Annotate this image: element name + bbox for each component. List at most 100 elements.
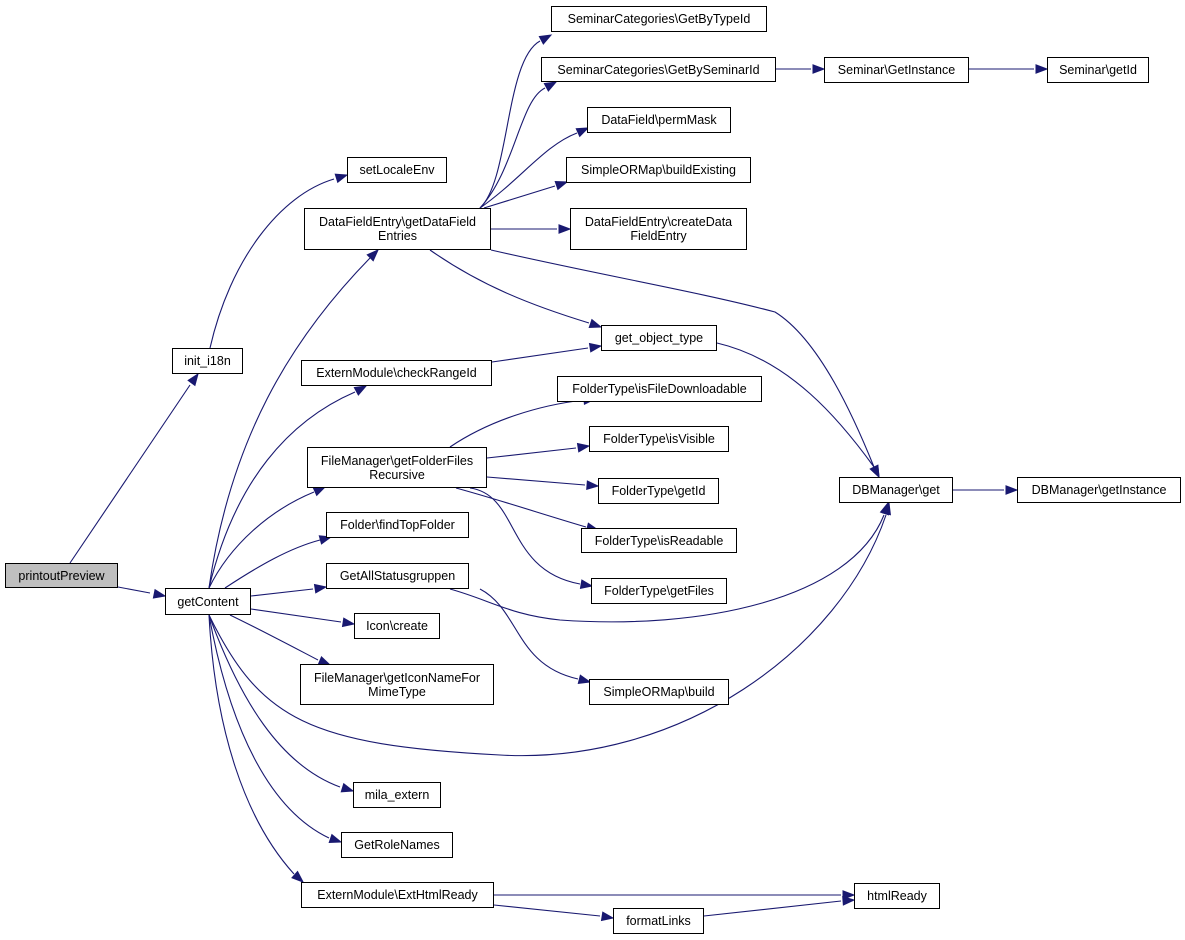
edge-get-object-type-dbmanager-get-line — [716, 342, 875, 468]
node-foldertype-isreadable[interactable]: FolderType\isReadable — [581, 528, 737, 553]
edge-getcontent-datafieldentries-line — [208, 257, 371, 589]
edge-exthtmlready-formatlinks-arrowhead — [600, 911, 615, 922]
edge-getcontent-mila-extern-line — [208, 614, 341, 788]
edge-getcontent-dbmanager-get-line — [208, 514, 887, 757]
edge-getcontent-mila-extern-arrowhead — [340, 782, 355, 793]
edge-getcontent-exthtmlready-line — [208, 614, 295, 875]
node-datafieldentry-createdatafieldentry[interactable]: DataFieldEntry\createData FieldEntry — [570, 208, 747, 250]
edge-getcontent-findtopfolder-line — [224, 539, 321, 589]
node-folder-findtopfolder[interactable]: Folder\findTopFolder — [326, 512, 469, 538]
edge-getcontent-checkrangeid — [208, 385, 368, 589]
edge-printoutpreview-init-i18n-line — [69, 384, 191, 564]
edge-getcontent-geticonname-line — [229, 614, 319, 661]
edge-getcontent-icon-create — [250, 608, 356, 628]
edge-datafieldentries-buildexisting-line — [483, 185, 556, 209]
node-getallstatusgruppen[interactable]: GetAllStatusgruppen — [326, 563, 469, 589]
edge-datafieldentries-getbyseminarid — [479, 81, 558, 209]
edge-getbyseminarid-getinstance — [776, 64, 826, 74]
edge-exthtmlready-formatlinks-line — [493, 904, 601, 917]
edge-dbmanager-get-getinstance-arrowhead — [1005, 485, 1019, 495]
edge-getcontent-checkrangeid-line — [208, 391, 356, 589]
edge-getcontent-getrolenames — [208, 614, 343, 844]
edge-getcontent-mila-extern — [208, 614, 355, 793]
edge-checkrangeid-get-object-type-arrowhead — [588, 342, 603, 353]
edge-datafieldentries-getbyseminarid-arrowhead — [543, 81, 558, 92]
node-get-object-type[interactable]: get_object_type — [601, 325, 717, 351]
edge-datafieldentries-get-object-type — [429, 249, 603, 329]
node-getrolenames[interactable]: GetRoleNames — [341, 832, 453, 858]
edge-checkrangeid-get-object-type — [491, 342, 603, 363]
node-seminarcategories-getbytypeid[interactable]: SeminarCategories\GetByTypeId — [551, 6, 767, 32]
edge-getfolderfiles-isreadable-line — [455, 487, 587, 528]
edge-printoutpreview-getcontent-arrowhead — [152, 588, 167, 599]
edge-getfolderfiles-isvisible-line — [486, 447, 577, 459]
node-seminar-getinstance[interactable]: Seminar\GetInstance — [824, 57, 969, 83]
edge-datafieldentries-dbmanager-get-line — [490, 249, 875, 468]
node-filemanager-geticonnameformimetype[interactable]: FileManager\getIconNameFor MimeType — [300, 664, 494, 705]
edge-datafieldentries-get-object-type-line — [429, 249, 590, 324]
edge-getcontent-getallstatusgruppen — [250, 583, 328, 597]
edge-getfolderfiles-getid-line — [486, 476, 586, 486]
node-icon-create[interactable]: Icon\create — [354, 613, 440, 639]
edge-getfolderfiles-getfiles-arrowhead — [579, 579, 594, 589]
edge-getcontent-icon-create-line — [250, 608, 342, 623]
edge-checkrangeid-get-object-type-line — [491, 347, 589, 363]
edge-printoutpreview-init-i18n-arrowhead — [187, 372, 199, 387]
node-externmodule-checkrangeid[interactable]: ExternModule\checkRangeId — [301, 360, 492, 386]
edge-datafieldentries-permmask-line — [479, 132, 578, 209]
edge-datafieldentries-buildexisting — [483, 180, 569, 209]
edge-printoutpreview-init-i18n — [69, 372, 199, 564]
edge-datafieldentries-permmask-arrowhead — [575, 127, 590, 138]
edge-getfolderfiles-getid-arrowhead — [586, 480, 600, 491]
edge-datafieldentries-getbyseminarid-line — [479, 87, 546, 209]
edge-getallstatusgruppen-sorm-build — [479, 588, 592, 684]
node-htmlready[interactable]: htmlReady — [854, 883, 940, 909]
edge-formatlinks-htmlready-arrowhead — [842, 895, 856, 906]
node-init-i18n[interactable]: init_i18n — [172, 348, 243, 374]
edge-get-object-type-dbmanager-get-arrowhead — [869, 464, 880, 479]
node-foldertype-isfiledownloadable[interactable]: FolderType\isFileDownloadable — [557, 376, 762, 402]
edge-getallstatusgruppen-dbmanager-get-arrowhead — [879, 501, 890, 516]
edge-getfolderfiles-isvisible — [486, 442, 591, 459]
node-dbmanager-get[interactable]: DBManager\get — [839, 477, 953, 503]
edge-getallstatusgruppen-sorm-build-arrowhead — [577, 674, 592, 684]
node-setLocaleEnv[interactable]: setLocaleEnv — [347, 157, 447, 183]
edge-init-i18n-setlocaleenv — [209, 173, 349, 349]
node-getContent[interactable]: getContent — [165, 588, 251, 615]
edge-printoutpreview-getcontent-line — [117, 586, 151, 594]
node-filemanager-getfolderfilesrecursive[interactable]: FileManager\getFolderFiles Recursive — [307, 447, 487, 488]
edge-getfolderfiles-isfiledownloadable-line — [449, 399, 585, 448]
edge-datafieldentries-getbytypeid-arrowhead — [538, 34, 553, 45]
edge-getinstance-seminar-getid — [969, 64, 1049, 74]
edge-getcontent-getallstatusgruppen-arrowhead — [313, 583, 328, 594]
edge-datafieldentries-getbytypeid-line — [479, 40, 541, 209]
edge-getcontent-getallstatusgruppen-line — [250, 588, 314, 597]
edge-datafieldentries-getbytypeid — [479, 34, 553, 209]
node-foldertype-getfiles[interactable]: FolderType\getFiles — [591, 578, 727, 604]
node-formatlinks[interactable]: formatLinks — [613, 908, 704, 934]
node-dbmanager-getinstance[interactable]: DBManager\getInstance — [1017, 477, 1181, 503]
node-datafieldentry-getdatafieldentries[interactable]: DataFieldEntry\getDataField Entries — [304, 208, 491, 250]
node-foldertype-isvisible[interactable]: FolderType\isVisible — [589, 426, 729, 452]
node-datafield-permmask[interactable]: DataField\permMask — [587, 107, 731, 133]
edge-getcontent-getrolenames-line — [208, 614, 330, 839]
node-simpleormap-buildexisting[interactable]: SimpleORMap\buildExisting — [566, 157, 751, 183]
edge-getcontent-exthtmlready-arrowhead — [291, 870, 305, 883]
node-seminarcategories-getbyseminarid[interactable]: SeminarCategories\GetBySeminarId — [541, 57, 776, 82]
node-foldertype-getid[interactable]: FolderType\getId — [598, 478, 719, 504]
edge-getallstatusgruppen-sorm-build-line — [479, 588, 579, 680]
edge-datafieldentries-createdatafieldentry-arrowhead — [558, 224, 572, 234]
node-seminar-getid[interactable]: Seminar\getId — [1047, 57, 1149, 83]
edge-datafieldentries-get-object-type-arrowhead — [588, 318, 603, 329]
edge-getfolderfiles-getfiles — [469, 487, 594, 589]
edge-getcontent-getrolenames-arrowhead — [328, 833, 343, 844]
edge-getallstatusgruppen-dbmanager-get-line — [449, 514, 885, 623]
edge-getfolderfiles-getfiles-line — [469, 487, 581, 585]
edge-formatlinks-htmlready — [703, 895, 856, 917]
node-externmodule-exthtmlready[interactable]: ExternModule\ExtHtmlReady — [301, 882, 494, 908]
edge-init-i18n-setlocaleenv-line — [209, 178, 335, 349]
edge-getfolderfiles-isvisible-arrowhead — [576, 442, 591, 453]
node-simpleormap-build[interactable]: SimpleORMap\build — [589, 679, 729, 705]
node-mila-extern[interactable]: mila_extern — [353, 782, 441, 808]
